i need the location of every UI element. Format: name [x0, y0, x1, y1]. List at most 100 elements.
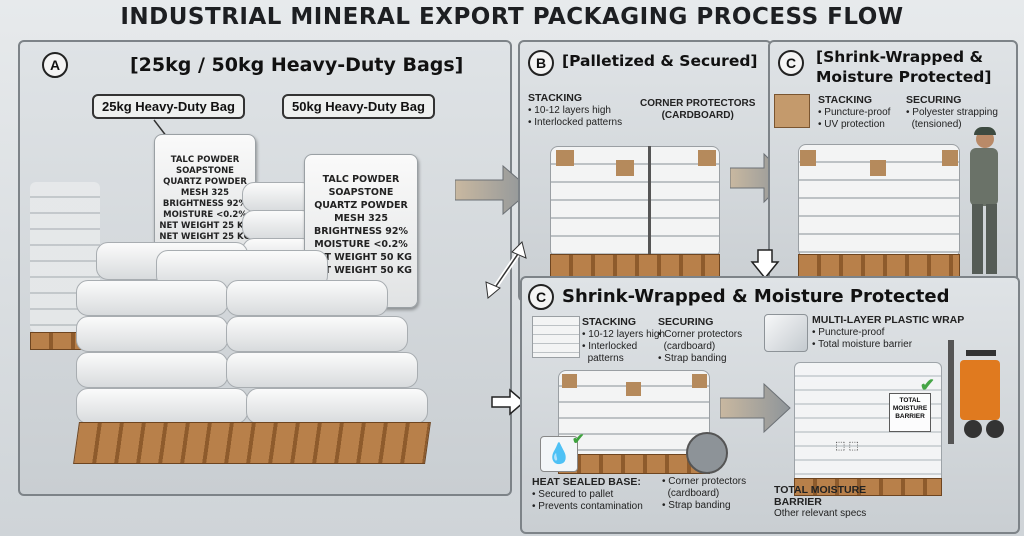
main-bag-stack — [76, 242, 428, 432]
panel-d-securing-title: SECURING — [658, 316, 714, 328]
barrier-line1: TOTAL MOISTURE — [774, 484, 867, 496]
panel-b-heading: [Palletized & Secured] — [562, 52, 758, 70]
barrier-sub: Other relevant specs — [774, 508, 867, 519]
corner-protector — [870, 160, 886, 176]
panel-d-stacking-label: STACKING • 10-12 layers high • Interlock… — [582, 316, 665, 365]
corner-protector — [942, 150, 958, 166]
heat-sealed-item: • Prevents contamination — [532, 501, 643, 512]
stacked-sack — [76, 280, 228, 316]
stacked-sack — [242, 210, 314, 240]
panel-c-shrink-wrapped: C [Shrink-Wrapped & Moisture Protected] … — [768, 40, 1018, 302]
stacked-sack — [226, 352, 418, 388]
panel-b-pallet-load — [550, 146, 720, 258]
stacked-sack — [76, 352, 228, 388]
panel-b-stacking-label: STACKING • 10-12 layers high • Interlock… — [528, 92, 622, 129]
panel-a-heavy-duty-bags: A [25kg / 50kg Heavy-Duty Bags] 25kg Hea… — [18, 40, 512, 496]
wooden-pallet — [73, 422, 431, 464]
panel-d-securing-item: (cardboard) — [663, 341, 716, 352]
bag-25kg-line: MESH 325 — [180, 188, 230, 198]
cardboard-box-icon — [774, 94, 810, 128]
panel-d-securing-item: • Corner protectors — [658, 329, 743, 340]
panel-d-securing-label: SECURING • Corner protectors (cardboard)… — [658, 316, 742, 365]
panel-c-securing-item: (tensioned) — [911, 119, 962, 130]
panel-d-stacking-item: • Interlocked — [582, 341, 638, 352]
total-moisture-barrier-label: TOTAL MOISTURE BARRIER Other relevant sp… — [774, 484, 866, 520]
corner-detail-item: • Strap banding — [662, 500, 731, 511]
panel-c-stacking-item: • Puncture-proof — [818, 107, 891, 118]
bag-50kg-line: MESH 325 — [334, 213, 388, 224]
strap-band — [648, 146, 651, 256]
stacked-sack — [76, 316, 228, 352]
bag-50kg-line: NET WEIGHT 50 KG — [310, 265, 412, 276]
arrow-to-panel-d-icon — [491, 388, 526, 416]
barrier-line2: BARRIER — [774, 496, 822, 508]
panel-c-heading-line2: Moisture Protected] — [816, 68, 992, 86]
bag-25kg-line: MOISTURE <0.2% — [163, 210, 247, 220]
bag-50kg-line: MOISTURE <0.2% — [314, 239, 408, 250]
bag-50kg-text: TALC POWDER SOAPSTONE QUARTZ POWDER MESH… — [305, 173, 417, 277]
sticker-line: BARRIER — [895, 413, 925, 420]
sticker-line: TOTAL — [899, 397, 921, 404]
panel-b-corner-label: CORNER PROTECTORS (CARDBOARD) — [640, 98, 755, 122]
panel-d-wrap-label: MULTI-LAYER PLASTIC WRAP • Puncture-proo… — [812, 314, 964, 351]
wrapped-pallet-base — [794, 478, 942, 496]
bag-25kg-line: NET WEIGHT 25 KG — [159, 232, 251, 242]
corner-detail-item: (cardboard) — [667, 488, 720, 499]
corner-protector — [556, 150, 574, 166]
panel-d-wrap-thumbnail — [764, 314, 808, 352]
panel-d-stack-thumbnail — [532, 316, 580, 358]
bag-50kg-line: QUARTZ POWDER — [314, 200, 408, 211]
corner-protector — [800, 150, 816, 166]
corner-detail-label: • Corner protectors (cardboard) • Strap … — [662, 476, 746, 512]
stacked-sack — [76, 388, 248, 424]
stacked-sack — [246, 388, 428, 424]
bag-25kg-line: TALC POWDER — [170, 155, 240, 165]
panel-d-wrap-item: • Puncture-proof — [812, 327, 885, 338]
bag-25kg-label: 25kg Heavy-Duty Bag — [92, 94, 245, 119]
bag-50kg-line: TALC POWDER — [322, 174, 400, 185]
panel-b-corner-sub: (CARDBOARD) — [661, 110, 734, 121]
bag-25kg-line: BRIGHTNESS 92% — [162, 199, 248, 209]
forklift-icon — [942, 340, 1012, 444]
corner-protector — [562, 374, 577, 388]
shrink-wrapped-pallet: TOTAL MOISTURE BARRIER ✔ ⬚ ⬚ — [794, 362, 942, 484]
panel-a-heading: [25kg / 50kg Heavy-Duty Bags] — [130, 54, 464, 76]
double-arrow-icon — [485, 241, 527, 299]
checkmark-icon: ✔ — [919, 375, 935, 395]
arrow-to-wrapped-icon — [720, 382, 791, 434]
corner-protector — [698, 150, 716, 166]
heat-sealed-item: • Secured to pallet — [532, 489, 614, 500]
bag-50kg-line: SOAPSTONE — [328, 187, 394, 198]
panel-d-securing-item: • Strap banding — [658, 353, 727, 364]
page-title: INDUSTRIAL MINERAL EXPORT PACKAGING PROC… — [120, 4, 904, 30]
stacked-sack — [226, 316, 408, 352]
corner-protector — [616, 160, 634, 176]
bag-50kg-line: NET WEIGHT 50 KG — [310, 252, 412, 263]
panel-b-pallet — [550, 254, 720, 278]
moisture-barrier-sticker: TOTAL MOISTURE BARRIER — [889, 393, 931, 432]
panel-d-heading: Shrink-Wrapped & Moisture Protected — [562, 286, 950, 307]
bag-25kg: TALC POWDER SOAPSTONE QUARTZ POWDER MESH… — [154, 134, 256, 254]
panel-c-pallet — [798, 254, 960, 278]
panel-c-securing-item: • Polyester strapping — [906, 107, 998, 118]
panel-c-badge: C — [778, 50, 804, 76]
bag-25kg-text: TALC POWDER SOAPSTONE QUARTZ POWDER MESH… — [155, 155, 255, 243]
panel-d-badge: C — [528, 284, 554, 310]
panel-d-stacking-title: STACKING — [582, 316, 637, 328]
bag-25kg-line: SOAPSTONE — [176, 166, 234, 176]
panel-b-corner-title: CORNER PROTECTORS — [640, 98, 756, 109]
panel-d-shrink-wrapped-detail: C Shrink-Wrapped & Moisture Protected ST… — [520, 276, 1020, 534]
panel-c-stacking-title: STACKING — [818, 94, 873, 106]
panel-c-securing-title: SECURING — [906, 94, 962, 106]
handling-symbols-icon: ⬚ ⬚ — [835, 440, 859, 452]
panel-d-stacking-item: • 10-12 layers high — [582, 329, 665, 340]
panel-d-wrap-item: • Total moisture barrier — [812, 339, 913, 350]
corner-detail-item: • Corner protectors — [662, 476, 747, 487]
heat-sealed-label: HEAT SEALED BASE: • Secured to pallet • … — [532, 476, 643, 513]
corner-protector — [692, 374, 707, 388]
bag-25kg-line: NET WEIGHT 25 KG — [159, 221, 251, 231]
corner-protector — [626, 382, 641, 396]
panel-b-stacking-item: • Interlocked patterns — [528, 117, 623, 128]
worker-figure — [964, 127, 1004, 280]
